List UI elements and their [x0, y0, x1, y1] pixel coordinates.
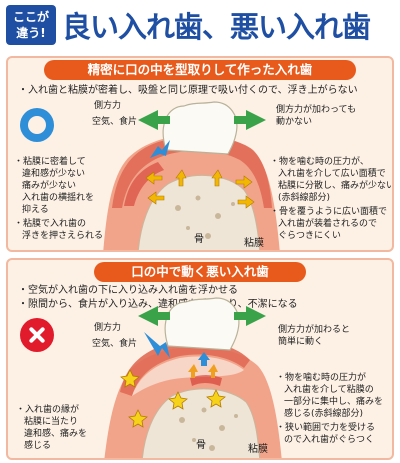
side-force-arrow-right — [234, 110, 266, 130]
bad-left-note: 違和感、痛みを — [24, 429, 88, 439]
good-left-note: ・粘膜で入れ歯の — [14, 219, 87, 229]
difference-tag: ここが 違う! — [6, 5, 56, 45]
good-air-food-label: 空気、食片 — [92, 117, 138, 127]
bad-moves-line-1: 側方力が加わると — [278, 325, 351, 335]
bad-right-note: ・狭い範囲で力を受ける — [276, 423, 376, 433]
tag-line-2: 違う! — [16, 26, 46, 40]
good-left-note: 入れ歯の横揺れを — [22, 193, 95, 203]
tag-line-1: ここが — [12, 10, 49, 24]
good-left-note: 違和感が少ない — [22, 169, 86, 179]
bad-right-note: ・物を噛む時の圧力が — [276, 373, 367, 383]
good-mucosa-label: 粘膜 — [244, 238, 264, 249]
bad-denture-panel: 口の中で動く悪い入れ歯 ・空気が入れ歯の下に入り込み入れ歯を浮かせる ・隙間から… — [6, 258, 394, 460]
bad-moves-line-2: 簡単に動く — [278, 337, 324, 347]
side-force-arrow — [138, 110, 170, 130]
bad-panel-heading: 口の中で動く悪い入れ歯 — [94, 262, 306, 282]
good-left-note: 痛みが少ない — [22, 181, 77, 191]
good-right-note: ・物を噛む時の圧力が、 — [270, 157, 369, 167]
bad-summary-line-1: ・空気が入れ歯の下に入り込み入れ歯を浮かせる — [18, 285, 238, 296]
header: ここが 違う! 良い入れ歯、悪い入れ歯 — [0, 0, 400, 52]
bad-denture-illustration — [104, 297, 282, 458]
good-right-note: 粘膜に分散し、痛みが少ない — [278, 181, 394, 191]
good-left-note: 抑える — [22, 205, 49, 215]
bad-bone-label: 骨 — [196, 440, 206, 451]
good-side-force-label: 側方力 — [94, 101, 122, 111]
good-right-note: 入れ歯を介して広い面積で — [278, 169, 386, 179]
bad-air-food-label: 空気、食片 — [92, 339, 138, 349]
good-bone-label: 骨 — [194, 234, 204, 245]
bad-right-note: ので入れ歯がぐらつく — [284, 435, 375, 445]
good-no-move-line-1: 側方力が加わっても — [276, 105, 357, 115]
good-no-move-line-2: 動かない — [276, 117, 313, 127]
bad-mucosa-label: 粘膜 — [248, 444, 268, 455]
good-denture-illustration — [103, 101, 280, 250]
bad-right-note: 入れ歯を介して粘膜の — [284, 385, 374, 395]
good-right-note: (赤斜線部分) — [278, 193, 331, 203]
good-left-note: ・粘膜に密着して — [14, 157, 86, 167]
bad-right-note: 感じる(赤斜線部分) — [284, 409, 364, 419]
bad-left-note: ・入れ歯の縁が — [16, 405, 80, 415]
bad-side-force-label: 側方力 — [94, 323, 122, 333]
bad-left-note: 感じる — [24, 441, 52, 451]
good-denture-panel: 精密に口の中を型取りして作った入れ歯 ・入れ歯と粘膜が密着し、吸盤と同じ原理で吸… — [6, 56, 394, 252]
bad-cross-icon — [20, 318, 54, 352]
good-right-note: 入れ歯が装着されるので — [278, 219, 378, 229]
good-summary: ・入れ歯と粘膜が密着し、吸盤と同じ原理で吸い付くので、浮き上がらない — [18, 85, 358, 96]
page-title: 良い入れ歯、悪い入れ歯 — [62, 10, 371, 44]
bad-summary-line-2: ・隙間から、食片が入り込み、違和感を感じたり、不潔になる — [18, 299, 298, 310]
good-left-note: 浮きを押さえられる — [22, 231, 104, 241]
bad-left-note: 粘膜に当たり — [24, 417, 79, 427]
good-circle-icon — [20, 108, 54, 142]
good-right-note: ぐらつきにくい — [278, 231, 341, 241]
good-panel-heading: 精密に口の中を型取りして作った入れ歯 — [44, 60, 356, 80]
good-right-note: ・骨を覆うように広い面積で — [270, 207, 388, 217]
bad-right-note: 一部分に集中し、痛みを — [284, 397, 384, 407]
